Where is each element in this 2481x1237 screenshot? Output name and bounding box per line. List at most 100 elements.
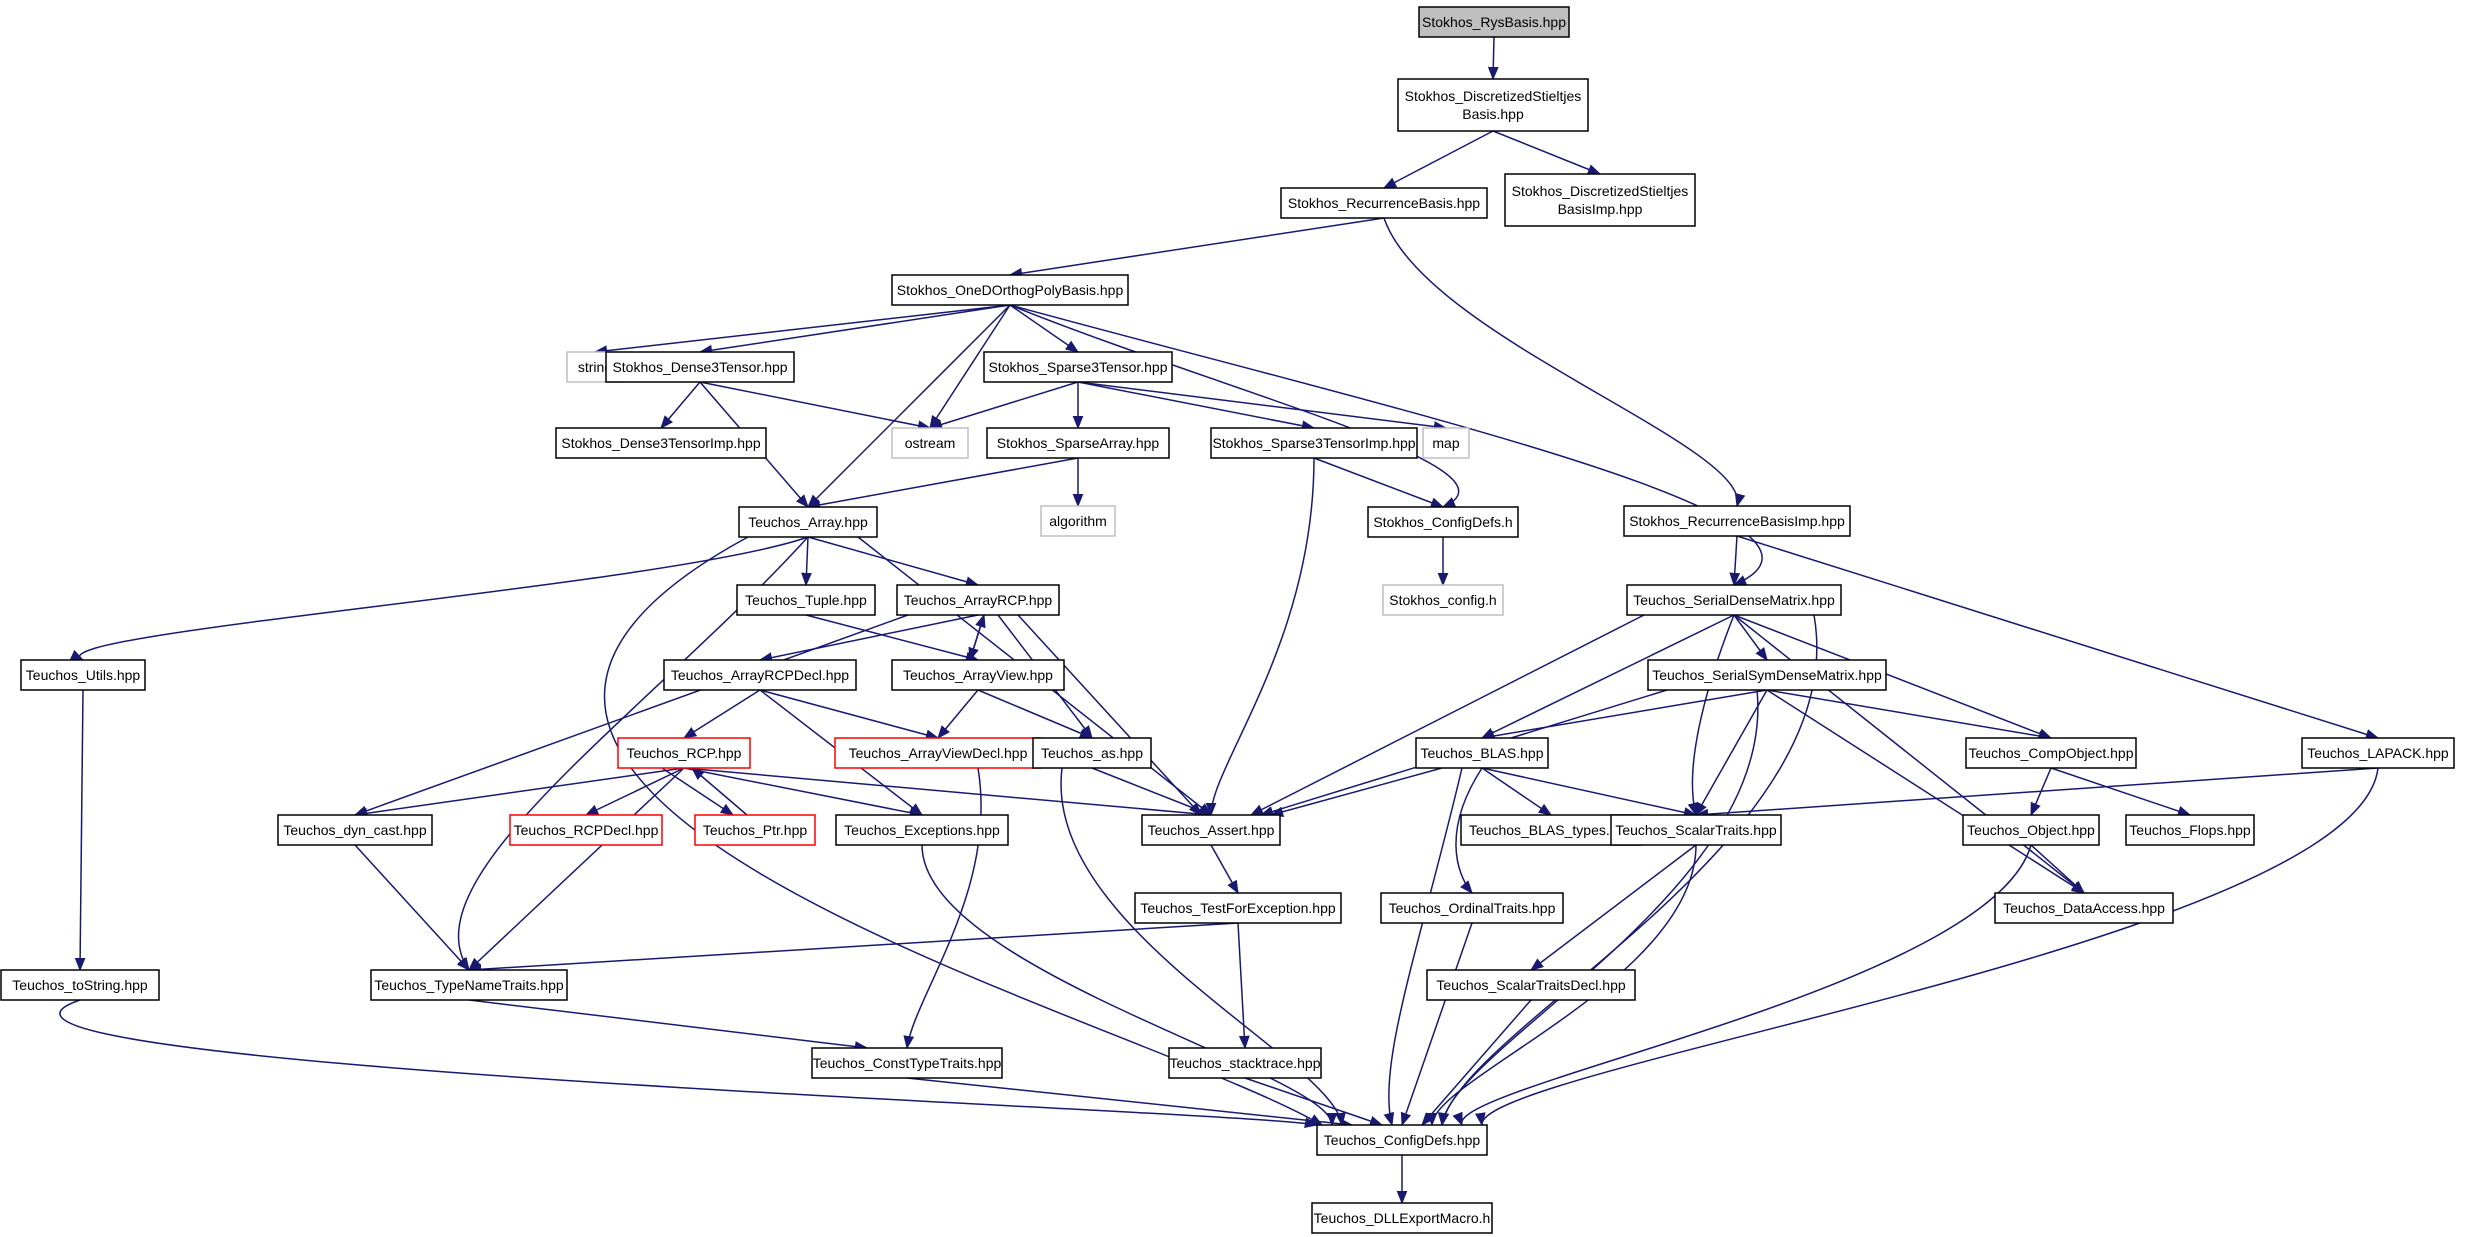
node-map[interactable]: map xyxy=(1422,427,1470,459)
node-box-tassert xyxy=(1141,814,1281,846)
node-root[interactable]: Stokhos_RysBasis.hpp xyxy=(1418,6,1570,38)
node-label-tstd: Teuchos_ScalarTraitsDecl.hpp xyxy=(1436,977,1626,993)
node-label-tstack: Teuchos_stacktrace.hpp xyxy=(1170,1055,1321,1071)
edge-trcp-to-tptr xyxy=(661,767,735,816)
node-label-algorithm: algorithm xyxy=(1049,513,1107,529)
edge-trcp-to-texc xyxy=(683,767,924,818)
edge-tot-to-tcd xyxy=(1400,922,1473,1127)
node-label-dsbimp-line1: Stokhos_DiscretizedStieltjes xyxy=(1512,183,1689,199)
node-sconfig[interactable]: Stokhos_config.h xyxy=(1382,584,1504,616)
node-s3timp[interactable]: Stokhos_Sparse3TensorImp.hpp xyxy=(1210,427,1418,459)
node-tsdm[interactable]: Teuchos_SerialDenseMatrix.hpp xyxy=(1626,584,1842,616)
node-tstack[interactable]: Teuchos_stacktrace.hpp xyxy=(1168,1047,1322,1079)
node-label-tctt: Teuchos_ConstTypeTraits.hpp xyxy=(813,1055,1002,1071)
node-tdyn[interactable]: Teuchos_dyn_cast.hpp xyxy=(277,814,433,846)
edge-odopb-to-s3t xyxy=(1009,304,1080,353)
node-trcpd[interactable]: Teuchos_RCPDecl.hpp xyxy=(509,814,663,846)
edge-root-to-dsb xyxy=(1487,36,1499,81)
edge-tstd-to-tcd xyxy=(1421,999,1532,1127)
edge-ttuple-to-tav xyxy=(805,614,980,663)
node-ttfe[interactable]: Teuchos_TestForException.hpp xyxy=(1134,892,1342,924)
node-label-tblast: Teuchos_BLAS_types.hpp xyxy=(1469,822,1633,838)
node-box-tavd xyxy=(834,737,1042,769)
node-box-tptr xyxy=(694,814,816,846)
node-tassert[interactable]: Teuchos_Assert.hpp xyxy=(1141,814,1281,846)
node-algorithm[interactable]: algorithm xyxy=(1040,505,1116,537)
node-scd[interactable]: Stokhos_ConfigDefs.h xyxy=(1367,506,1519,538)
node-tutils[interactable]: Teuchos_Utils.hpp xyxy=(20,659,146,691)
edge-s3timp-to-tassert xyxy=(1205,457,1315,817)
node-tcd[interactable]: Teuchos_ConfigDefs.hpp xyxy=(1316,1124,1488,1156)
node-label-d3t: Stokhos_Dense3Tensor.hpp xyxy=(612,359,787,375)
node-label-tav: Teuchos_ArrayView.hpp xyxy=(903,667,1053,683)
node-box-tav xyxy=(891,659,1065,691)
node-tcomp[interactable]: Teuchos_CompObject.hpp xyxy=(1965,737,2137,769)
edge-tssdm-to-tcomp xyxy=(1766,689,2053,742)
node-tarr[interactable]: Teuchos_Array.hpp xyxy=(738,506,878,538)
node-box-tarr xyxy=(738,506,878,538)
node-tssdm[interactable]: Teuchos_SerialSymDenseMatrix.hpp xyxy=(1647,659,1887,691)
nodes-layer: Stokhos_RysBasis.hppStokhos_DiscretizedS… xyxy=(0,6,2455,1234)
node-tot[interactable]: Teuchos_OrdinalTraits.hpp xyxy=(1380,892,1564,924)
edge-tsdm-to-tblas xyxy=(1480,614,1735,739)
node-odopb[interactable]: Stokhos_OneDOrthogPolyBasis.hpp xyxy=(891,274,1129,306)
node-tarcpd[interactable]: Teuchos_ArrayRCPDecl.hpp xyxy=(663,659,857,691)
node-d3timp[interactable]: Stokhos_Dense3TensorImp.hpp xyxy=(555,427,767,459)
node-box-tda xyxy=(1994,892,2174,924)
node-rbimp[interactable]: Stokhos_RecurrenceBasisImp.hpp xyxy=(1623,505,1851,537)
edge-trcp-to-tassert xyxy=(683,767,1213,820)
edge-s3t-to-map xyxy=(1077,381,1448,432)
node-tlapack[interactable]: Teuchos_LAPACK.hpp xyxy=(2301,737,2455,769)
node-ttuple[interactable]: Teuchos_Tuple.hpp xyxy=(736,584,876,616)
node-box-ttuple xyxy=(736,584,876,616)
node-label-odopb: Stokhos_OneDOrthogPolyBasis.hpp xyxy=(897,282,1124,298)
node-box-tstd xyxy=(1426,969,1636,1001)
node-label-tst: Teuchos_ScalarTraits.hpp xyxy=(1615,822,1777,838)
node-label-trcp: Teuchos_RCP.hpp xyxy=(627,745,742,761)
edge-rbimp-to-tlapack xyxy=(1736,535,2380,740)
node-ttostr[interactable]: Teuchos_toString.hpp xyxy=(0,969,160,1001)
edge-tdyn-to-ttnt xyxy=(354,844,470,971)
node-s3t[interactable]: Stokhos_Sparse3Tensor.hpp xyxy=(983,351,1173,383)
node-tblas[interactable]: Teuchos_BLAS.hpp xyxy=(1415,737,1549,769)
node-tda[interactable]: Teuchos_DataAccess.hpp xyxy=(1994,892,2174,924)
edge-ttnt-to-tctt xyxy=(468,999,869,1052)
node-ttnt[interactable]: Teuchos_TypeNameTraits.hpp xyxy=(370,969,568,1001)
node-tavd[interactable]: Teuchos_ArrayViewDecl.hpp xyxy=(834,737,1042,769)
node-trcp[interactable]: Teuchos_RCP.hpp xyxy=(617,737,751,769)
node-label-tarcp: Teuchos_ArrayRCP.hpp xyxy=(904,592,1053,608)
node-box-tflops xyxy=(2125,814,2255,846)
node-label-map: map xyxy=(1432,435,1459,451)
node-tobj[interactable]: Teuchos_Object.hpp xyxy=(1962,814,2100,846)
edge-s3t-to-ostream xyxy=(928,381,1079,430)
node-ostream[interactable]: ostream xyxy=(891,427,969,459)
node-tarcp[interactable]: Teuchos_ArrayRCP.hpp xyxy=(896,584,1060,616)
node-box-trcpd xyxy=(509,814,663,846)
node-tas[interactable]: Teuchos_as.hpp xyxy=(1032,737,1152,769)
node-tav[interactable]: Teuchos_ArrayView.hpp xyxy=(891,659,1065,691)
edge-dsb-to-dsbimp xyxy=(1492,130,1602,175)
edge-tblas-to-tcd xyxy=(1383,767,1463,1127)
edge-tarcpd-to-trcp xyxy=(682,689,761,739)
edge-tssdm-to-tblas xyxy=(1480,689,1768,742)
node-box-rbimp xyxy=(1623,505,1851,537)
node-tctt[interactable]: Teuchos_ConstTypeTraits.hpp xyxy=(811,1047,1003,1079)
node-tstd[interactable]: Teuchos_ScalarTraitsDecl.hpp xyxy=(1426,969,1636,1001)
node-box-ttfe xyxy=(1134,892,1342,924)
node-rb[interactable]: Stokhos_RecurrenceBasis.hpp xyxy=(1280,187,1488,219)
node-tflops[interactable]: Teuchos_Flops.hpp xyxy=(2125,814,2255,846)
node-sparr[interactable]: Stokhos_SparseArray.hpp xyxy=(986,427,1170,459)
node-tptr[interactable]: Teuchos_Ptr.hpp xyxy=(694,814,816,846)
node-label-tptr: Teuchos_Ptr.hpp xyxy=(703,822,808,838)
node-box-tutils xyxy=(20,659,146,691)
node-tst[interactable]: Teuchos_ScalarTraits.hpp xyxy=(1610,814,1782,846)
node-box-tdll xyxy=(1311,1202,1493,1234)
node-label-tcomp: Teuchos_CompObject.hpp xyxy=(1969,745,2134,761)
node-d3t[interactable]: Stokhos_Dense3Tensor.hpp xyxy=(605,351,795,383)
edge-tssdm-to-tst xyxy=(1695,689,1768,817)
node-label-tcd: Teuchos_ConfigDefs.hpp xyxy=(1324,1132,1481,1148)
node-texc[interactable]: Teuchos_Exceptions.hpp xyxy=(835,814,1009,846)
node-tdll[interactable]: Teuchos_DLLExportMacro.h xyxy=(1311,1202,1493,1234)
